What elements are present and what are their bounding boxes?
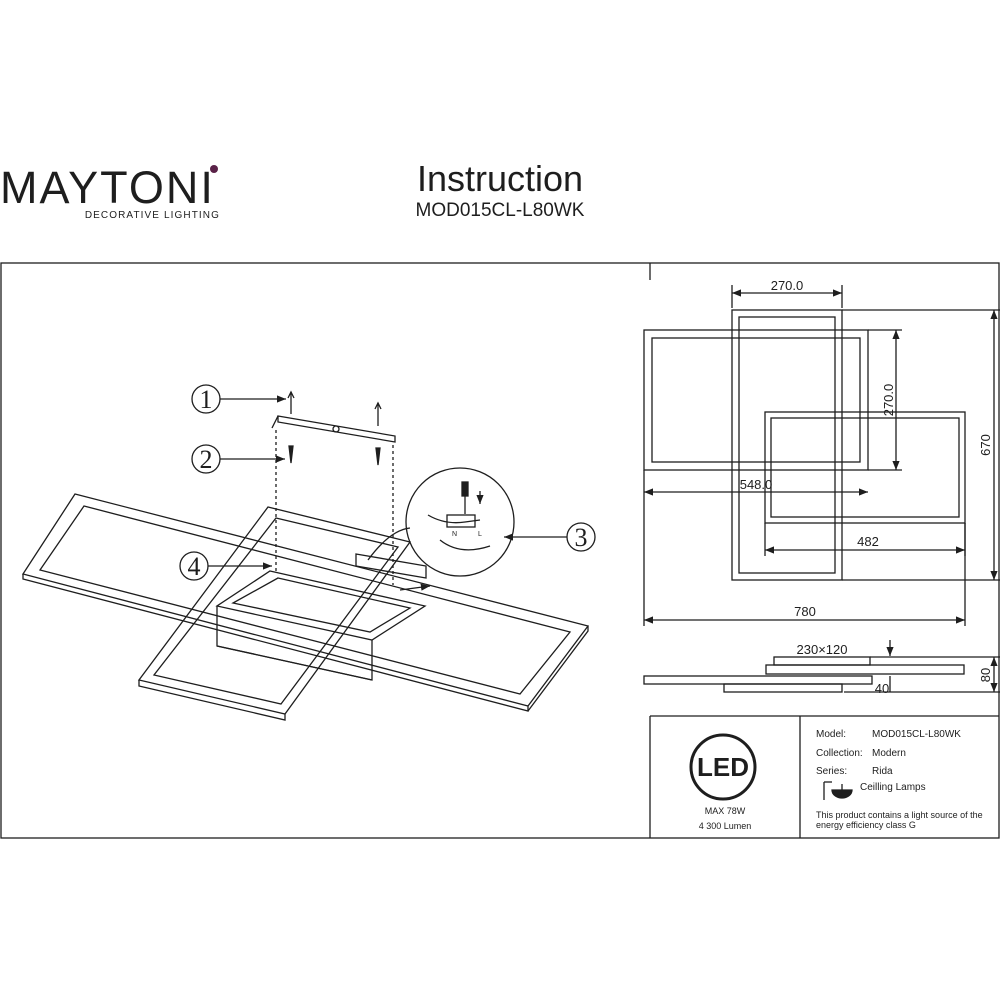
callout-1-label: 1 xyxy=(200,385,213,414)
spec-collection-label: Collection: xyxy=(816,748,863,759)
spec-collection-value: Modern xyxy=(872,748,906,759)
lamp-frame-diagonal xyxy=(137,506,412,715)
dim-total-height: 670 xyxy=(978,434,993,456)
dim-base-size: 230×120 xyxy=(797,642,848,657)
dim-top-width: 270.0 xyxy=(771,278,804,293)
document-title: Instruction xyxy=(416,158,584,199)
spec-series-value: Rida xyxy=(872,766,893,777)
mounting-bracket xyxy=(277,415,396,443)
brand-accent-dot xyxy=(210,165,218,173)
top-view-right-frame xyxy=(764,411,966,524)
spec-series-label: Series: xyxy=(816,766,848,777)
dim-total-width: 780 xyxy=(794,604,816,619)
callouts xyxy=(179,384,596,591)
led-badge-text: LED xyxy=(697,752,749,782)
callout-2-label: 2 xyxy=(200,445,213,474)
wire-label-l: L xyxy=(478,531,482,538)
top-view-vertical-frame xyxy=(731,309,843,581)
brand-tagline: DECORATIVE LIGHTING xyxy=(84,210,220,221)
dim-side-height: 270.0 xyxy=(881,384,896,417)
document-model: MOD015CL-L80WK xyxy=(415,200,585,221)
wire-label-n: N xyxy=(452,531,457,538)
dim-inner-width: 548.0 xyxy=(740,477,773,492)
isometric-lamp xyxy=(21,390,590,721)
ceiling-lamp-icon xyxy=(823,781,853,800)
top-view-drawing xyxy=(643,285,1000,626)
spec-model-label: Model: xyxy=(816,729,847,740)
wiring-detail-bubble xyxy=(405,467,515,577)
brand-logo: MAYTONI DECORATIVE LIGHTING xyxy=(0,162,228,222)
drawing-frame xyxy=(0,262,1000,839)
spec-type-value: Ceilling Lamps xyxy=(860,782,926,793)
dim-profile-height: 80 xyxy=(978,668,993,682)
callout-4-label: 4 xyxy=(188,552,201,581)
top-view-left-frame xyxy=(643,329,869,471)
lamp-frame-small xyxy=(215,570,427,641)
led-lumen: 4 300 Lumen xyxy=(698,821,752,831)
profile-canopy xyxy=(773,656,871,666)
dim-profile-offset: 40 xyxy=(875,681,889,696)
spec-model-value: MOD015CL-L80WK xyxy=(872,729,961,740)
led-max-power: MAX 78W xyxy=(704,806,746,816)
brand-name: MAYTONI xyxy=(0,162,215,213)
spec-energy-note-2: energy efficiency class G xyxy=(816,820,916,830)
lamp-frame-long xyxy=(21,493,590,707)
dim-right-width: 482 xyxy=(857,534,879,549)
led-badge-circle xyxy=(689,733,757,801)
spec-energy-note-1: This product contains a light source of … xyxy=(816,810,983,820)
side-profile-drawing xyxy=(643,640,1000,693)
callout-3-label: 3 xyxy=(575,523,588,552)
